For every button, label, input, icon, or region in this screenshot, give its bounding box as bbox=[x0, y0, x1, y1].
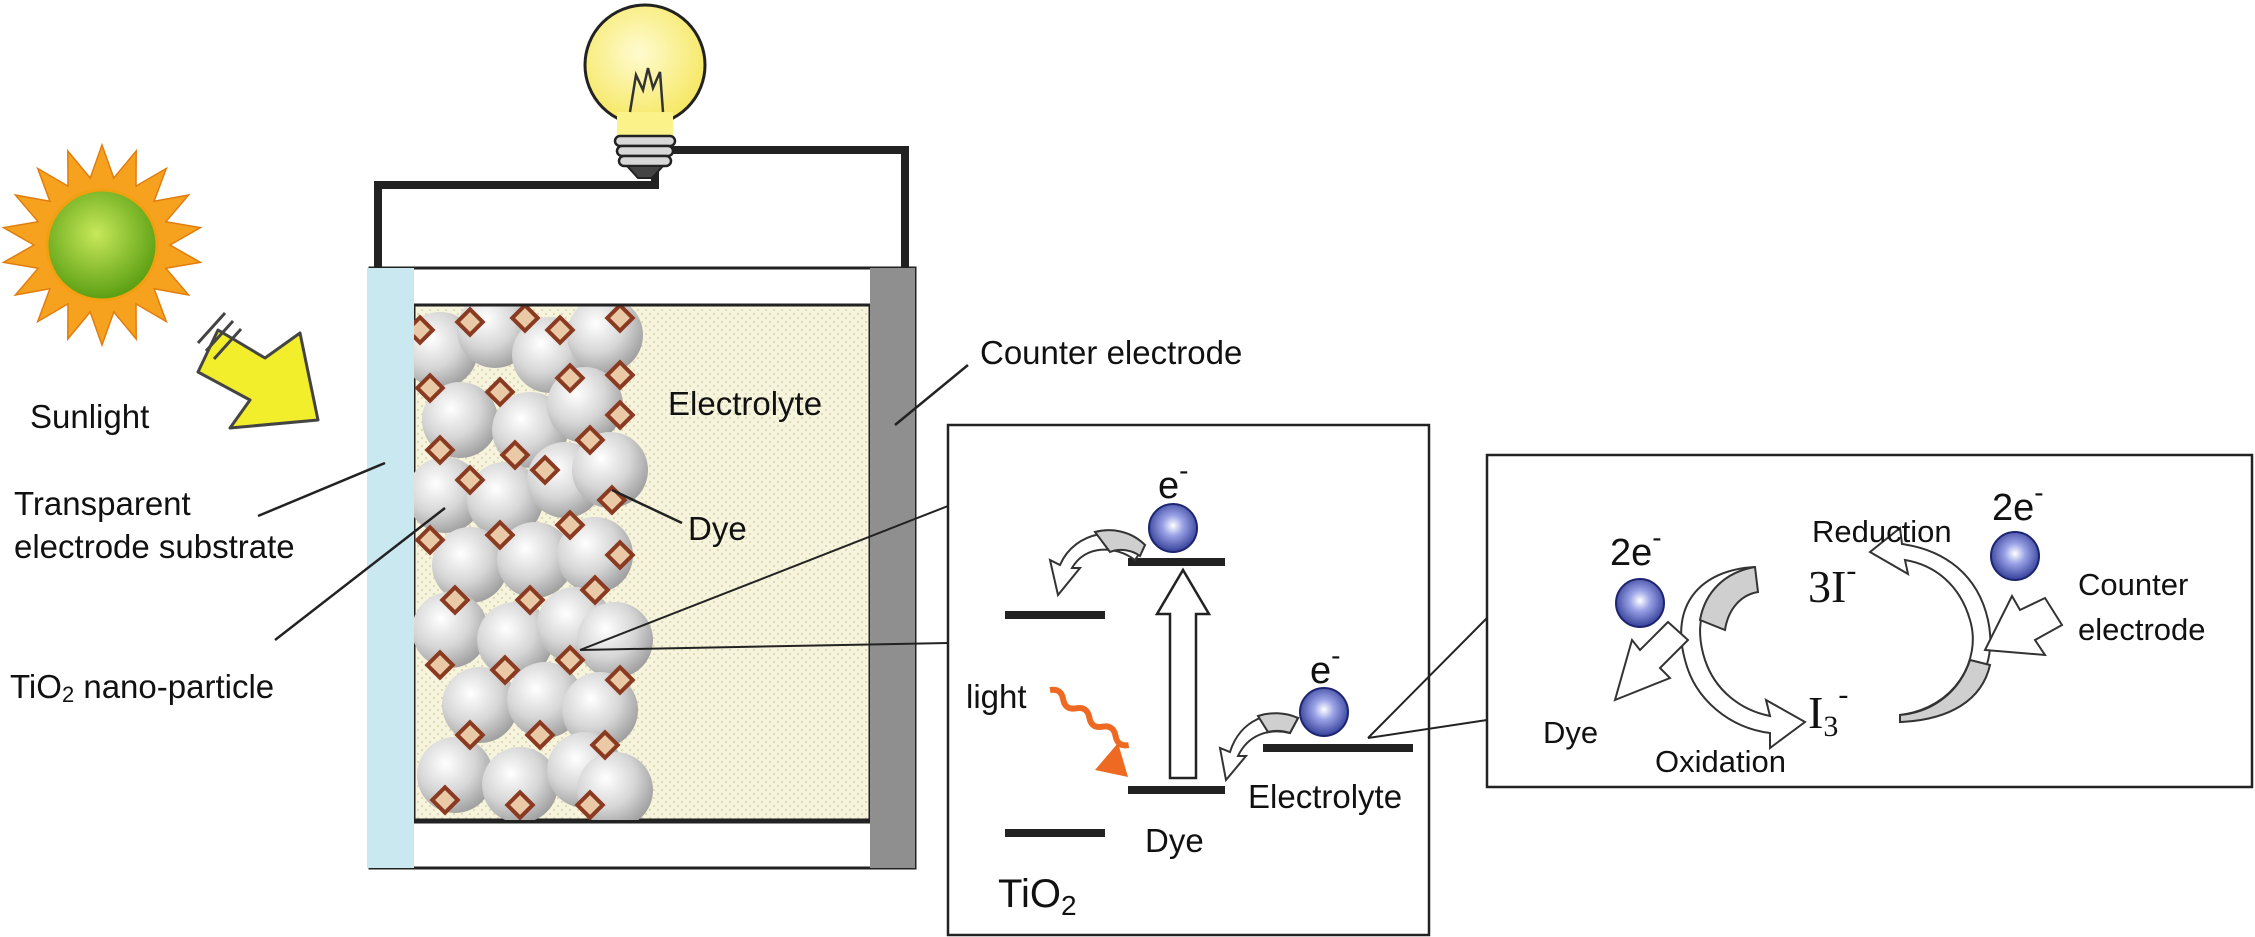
oxidation-label: Oxidation bbox=[1655, 744, 1786, 779]
triiodide-i3-label: I3- bbox=[1808, 678, 1848, 743]
dye-molecule bbox=[589, 729, 621, 761]
tio2-particle bbox=[477, 602, 553, 678]
two-electron-label-left: 2e- bbox=[1610, 522, 1662, 574]
tio2-particle bbox=[497, 522, 573, 598]
electron-icon bbox=[1299, 687, 1349, 737]
electron-icon bbox=[1615, 578, 1665, 628]
reduction-label: Reduction bbox=[1812, 514, 1952, 549]
dye-molecule bbox=[499, 439, 531, 471]
dye-leader-line bbox=[611, 488, 683, 525]
dye-molecule bbox=[504, 789, 536, 820]
sunlight-arrow-icon bbox=[196, 311, 320, 430]
callout-lines-redox bbox=[1367, 617, 1488, 739]
energy-diagram-box: e- e- light Dye Electrolyte TiO2 bbox=[946, 423, 1431, 937]
dye-molecule bbox=[604, 399, 636, 431]
tio2-particle-layer bbox=[414, 305, 653, 820]
electron-icon bbox=[1990, 531, 2040, 581]
dye-molecule bbox=[509, 305, 541, 334]
electron-label-electrolyte: e- bbox=[1310, 640, 1340, 692]
tio2-particle bbox=[432, 527, 508, 603]
dye-molecule bbox=[514, 584, 546, 616]
dye-molecule bbox=[524, 719, 556, 751]
energy-electrolyte-label: Electrolyte bbox=[1248, 778, 1402, 815]
dye-molecule bbox=[604, 664, 636, 696]
dye-label: Dye bbox=[688, 510, 747, 547]
tio2-particle bbox=[567, 305, 643, 373]
dye-molecule bbox=[414, 372, 446, 404]
energy-tio2-label: TiO2 bbox=[998, 872, 1077, 921]
solar-cell bbox=[367, 266, 917, 870]
dye-molecule bbox=[489, 654, 521, 686]
redox-dye-label: Dye bbox=[1543, 715, 1598, 750]
dye-molecule bbox=[554, 644, 586, 676]
tio2-particle bbox=[577, 602, 653, 678]
counter-electrode-leader-line bbox=[894, 364, 969, 426]
dye-molecule bbox=[574, 789, 606, 820]
transparent-label-line1: Transparent bbox=[14, 485, 191, 522]
dye-molecule bbox=[544, 314, 576, 346]
dye-molecule bbox=[414, 314, 436, 346]
tio2-leader-line bbox=[274, 507, 446, 641]
dye-molecule bbox=[424, 434, 456, 466]
counter-label-line2: electrode bbox=[2078, 612, 2206, 647]
electron-label-dye: e- bbox=[1158, 455, 1188, 507]
dye-molecule bbox=[484, 519, 516, 551]
dye-molecule bbox=[454, 719, 486, 751]
counter-electrode-arrow-icon bbox=[1983, 593, 2064, 657]
transparent-label-line2: electrode substrate bbox=[14, 528, 295, 565]
counter-electrode bbox=[870, 268, 915, 868]
dye-molecule bbox=[454, 306, 486, 338]
dye-molecule bbox=[579, 574, 611, 606]
electron-icon bbox=[1148, 503, 1198, 553]
triiodide-3i-label: 3I- bbox=[1808, 554, 1856, 612]
dye-molecule bbox=[454, 464, 486, 496]
dye-molecule bbox=[604, 359, 636, 391]
tio2-nanoparticle-label: TiO2 nano-particle bbox=[10, 668, 274, 707]
oxidation-arrow-icon bbox=[1680, 566, 1807, 750]
counter-electrode-label: Counter electrode bbox=[980, 334, 1242, 371]
dye-molecule bbox=[439, 584, 471, 616]
dye-molecule bbox=[529, 454, 561, 486]
transparent-electrode bbox=[367, 268, 414, 868]
callout-lines-energy bbox=[579, 505, 949, 651]
dye-molecule bbox=[554, 509, 586, 541]
injection-arrow-icon bbox=[1093, 529, 1147, 558]
light-arrowhead-icon bbox=[1095, 743, 1128, 777]
dye-molecule bbox=[484, 376, 516, 408]
excitation-arrow-icon bbox=[1154, 567, 1212, 780]
dye-molecule bbox=[429, 784, 461, 816]
dye-molecule bbox=[574, 424, 606, 456]
light-label: light bbox=[966, 678, 1027, 715]
sunlight-label: Sunlight bbox=[30, 398, 149, 435]
light-bulb-icon bbox=[583, 3, 707, 179]
dye-molecule bbox=[604, 539, 636, 571]
tio2-particle bbox=[467, 462, 543, 538]
dye-molecule bbox=[424, 649, 456, 681]
electrolyte-label: Electrolyte bbox=[668, 385, 822, 422]
dye-molecule bbox=[414, 524, 446, 556]
transparent-leader-line bbox=[257, 461, 386, 518]
energy-dye-label: Dye bbox=[1145, 822, 1204, 859]
tio2-particle bbox=[482, 747, 558, 820]
light-wave-icon bbox=[1049, 686, 1130, 749]
sun-icon bbox=[1, 142, 203, 348]
dye-molecule bbox=[554, 362, 586, 394]
dye-arrow-icon bbox=[1613, 620, 1690, 702]
dye-molecule bbox=[604, 305, 636, 334]
tio2-particle bbox=[414, 592, 488, 668]
tio2-particle bbox=[557, 517, 633, 593]
redox-diagram-box: 2e- 2e- Reduction Oxidation Dye Counter … bbox=[1485, 453, 2254, 789]
two-electron-label-right: 2e- bbox=[1992, 477, 2044, 529]
tio2-particle bbox=[442, 667, 518, 743]
counter-label-line1: Counter bbox=[2078, 567, 2188, 602]
